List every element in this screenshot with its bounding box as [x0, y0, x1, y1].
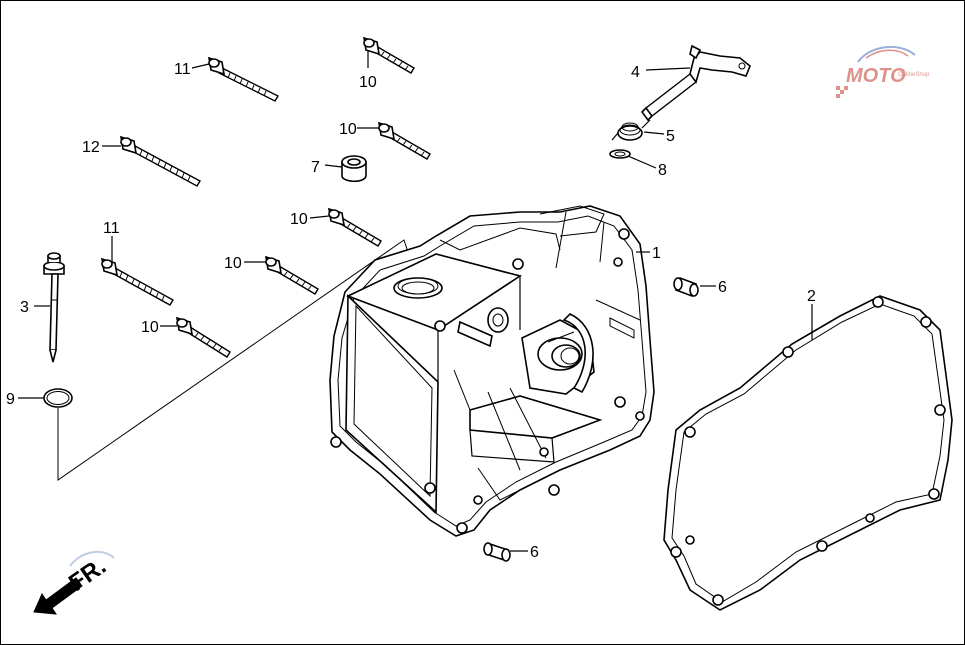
bolt-11-lower — [100, 257, 174, 306]
bolt-10-middle — [327, 207, 382, 247]
callout-8: 8 — [658, 162, 667, 179]
bolt-11-upper — [207, 56, 279, 102]
callout-6-upper: 6 — [718, 279, 727, 296]
bolt-10-top — [362, 36, 415, 74]
callout-12: 12 — [82, 139, 100, 156]
callout-9: 9 — [6, 391, 15, 408]
callout-11-lower: 11 — [103, 220, 120, 237]
svg-text:MOTO: MOTO — [846, 65, 906, 87]
callout-10-second: 10 — [339, 121, 357, 138]
bolt-10-second — [377, 121, 431, 160]
shaft-4 — [640, 44, 751, 122]
dowel-pin-6-lower — [483, 542, 511, 562]
callout-1: 1 — [652, 245, 661, 262]
callout-labels: 11 10 4 10 5 12 7 8 10 11 1 10 6 3 2 10 … — [6, 61, 816, 561]
collar-7 — [341, 155, 367, 183]
callout-7: 7 — [311, 159, 320, 176]
front-direction-marker: FR. — [33, 550, 115, 615]
callout-10-top: 10 — [359, 74, 377, 91]
callout-10-middle: 10 — [290, 211, 308, 228]
callout-5: 5 — [666, 128, 675, 145]
callout-11-upper: 11 — [174, 61, 191, 78]
spring-5 — [611, 119, 651, 141]
crankcase-cover-1 — [329, 205, 655, 537]
dipstick-3 — [43, 252, 65, 363]
callout-3: 3 — [20, 299, 29, 316]
svg-text:OnlineShop: OnlineShop — [898, 72, 930, 78]
o-ring-9 — [43, 388, 73, 408]
bolt-10-lower — [175, 316, 231, 358]
gasket-2 — [663, 295, 953, 611]
callout-10-lower: 10 — [141, 319, 159, 336]
washer-8 — [609, 149, 631, 159]
callout-10-center: 10 — [224, 255, 242, 272]
callout-4: 4 — [631, 64, 640, 81]
callout-2: 2 — [807, 288, 816, 305]
dowel-pin-6-upper — [673, 276, 699, 298]
callout-6-lower: 6 — [530, 544, 539, 561]
bolt-12 — [119, 135, 201, 187]
watermark-logo: MOTO OnlineShop — [836, 45, 930, 98]
bolt-10-center — [264, 255, 319, 295]
callout-leaders — [18, 50, 813, 552]
